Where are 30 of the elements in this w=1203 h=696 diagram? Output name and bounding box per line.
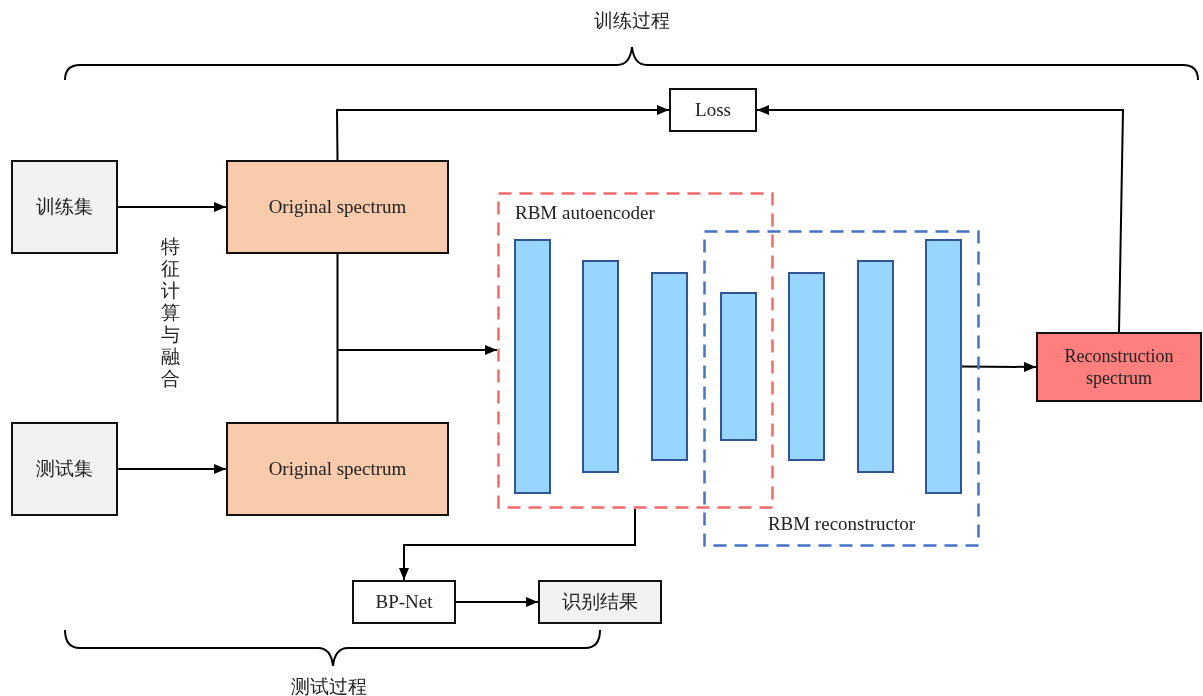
process-box: 识别结果 (538, 580, 662, 624)
layer-bar (514, 239, 551, 494)
dashed-frame (497, 192, 774, 509)
arrow (455, 597, 539, 607)
arrow (336, 105, 670, 161)
layer-bar (651, 272, 688, 461)
process-box: BP-Net (352, 580, 456, 624)
arrow (399, 508, 636, 581)
phase-label: 测试过程 (291, 675, 367, 696)
arrow (117, 202, 227, 212)
layer-bar (582, 260, 619, 473)
arrow (756, 105, 1124, 333)
frame-label: RBM reconstructor (766, 513, 917, 535)
process-box: 训练集 (11, 160, 118, 254)
layer-bar (788, 272, 825, 461)
arrow (961, 361, 1037, 372)
arrow (117, 464, 227, 474)
layer-bar (925, 239, 962, 494)
phase-label: 训练过程 (594, 9, 670, 33)
layer-bar (857, 260, 894, 473)
vertical-note: 特征计算与融合 (160, 236, 180, 390)
dashed-frame (703, 230, 980, 547)
spectrum-box: Original spectrum (226, 422, 449, 516)
spectrum-box: Reconstruction spectrum (1036, 332, 1202, 402)
spectrum-box: Original spectrum (226, 160, 449, 254)
layer-bar (720, 292, 757, 441)
process-box: 测试集 (11, 422, 118, 516)
frame-label: RBM autoencoder (515, 202, 655, 224)
arrow (336, 253, 498, 423)
process-box: Loss (669, 88, 757, 132)
